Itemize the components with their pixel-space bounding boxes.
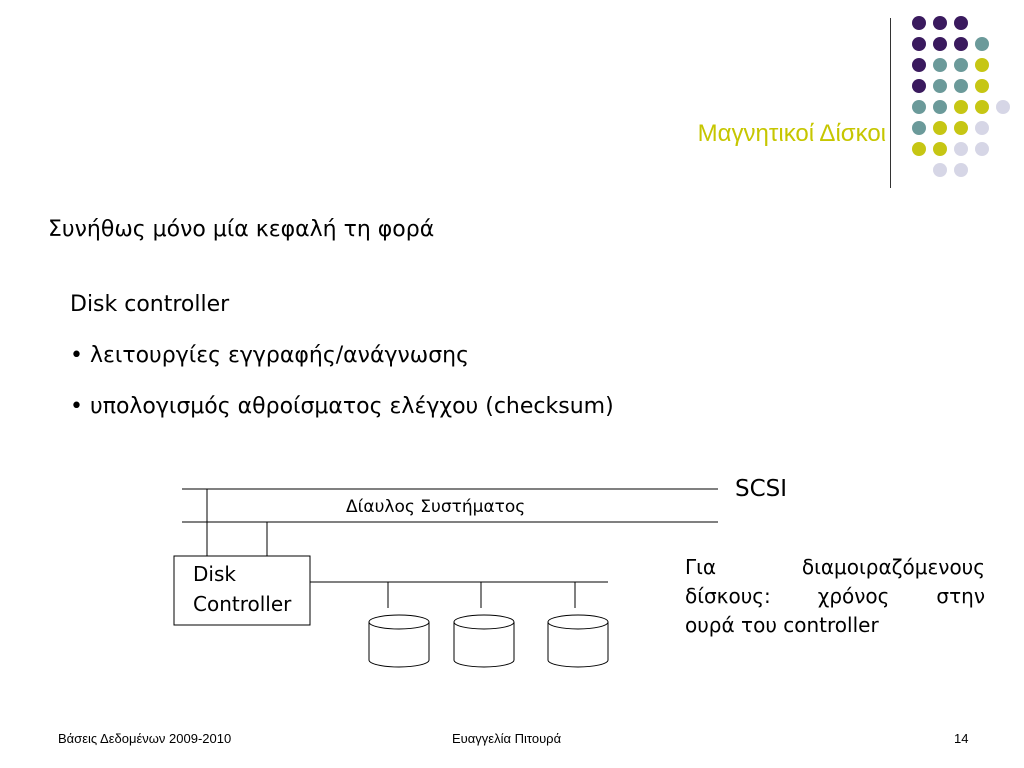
decor-dot xyxy=(975,79,989,93)
decor-dot xyxy=(912,16,926,30)
note-line-3: ουρά του controller xyxy=(685,613,879,637)
decor-dot xyxy=(912,121,926,135)
footer-course: Βάσεις Δεδομένων 2009-2010 xyxy=(58,731,232,746)
decor-dot xyxy=(933,37,947,51)
shared-disk-note: Για διαμοιραζόμενους δίσκους: χρόνος στη… xyxy=(685,553,985,640)
decor-dot xyxy=(975,100,989,114)
decor-dot xyxy=(933,100,947,114)
decor-dot xyxy=(954,163,968,177)
decor-dot xyxy=(996,100,1010,114)
controller-label-line1: Disk xyxy=(193,562,236,586)
disk-cylinder-2 xyxy=(453,614,515,668)
scsi-label: SCSI xyxy=(735,476,788,502)
decor-dot xyxy=(954,100,968,114)
decor-dot xyxy=(954,16,968,30)
decor-dot xyxy=(933,79,947,93)
footer-page-number: 14 xyxy=(954,731,969,746)
decor-dot xyxy=(912,58,926,72)
bullet-read-write: • λειτουργίες εγγραφής/ανάγνωσης xyxy=(70,343,469,368)
system-bus-label: Δίαυλος Συστήματος xyxy=(346,497,526,517)
decor-dot xyxy=(975,142,989,156)
decor-dot xyxy=(975,37,989,51)
controller-label: Disk Controller xyxy=(193,559,291,619)
decor-dot xyxy=(954,58,968,72)
decor-dot xyxy=(975,121,989,135)
decor-dot xyxy=(933,163,947,177)
decor-dot xyxy=(975,58,989,72)
decor-dot xyxy=(933,121,947,135)
decor-dot xyxy=(954,37,968,51)
controller-label-line2: Controller xyxy=(193,592,292,616)
decor-dot xyxy=(912,100,926,114)
note-line-2: δίσκους: χρόνος στην xyxy=(685,584,985,608)
section-title: Disk controller xyxy=(70,292,230,317)
bullet-checksum: • υπολογισμός αθροίσματος ελέγχου (check… xyxy=(70,394,614,419)
decor-dot xyxy=(954,142,968,156)
disk-controller-box xyxy=(173,555,311,626)
decor-dot xyxy=(912,79,926,93)
disk-cylinder-3 xyxy=(547,614,609,668)
header-divider xyxy=(890,18,891,188)
decor-dot xyxy=(912,37,926,51)
note-line-1: Για διαμοιραζόμενους xyxy=(685,555,985,579)
decor-dot xyxy=(933,16,947,30)
disk-cylinder-1 xyxy=(368,614,430,668)
decor-dot xyxy=(912,142,926,156)
footer-author: Ευαγγελία Πιτουρά xyxy=(452,731,562,746)
decor-dot xyxy=(954,121,968,135)
decor-dot xyxy=(954,79,968,93)
decor-dot xyxy=(933,58,947,72)
slide-title: Μαγνητικοί Δίσκοι xyxy=(697,120,886,147)
decor-dot xyxy=(933,142,947,156)
intro-line: Συνήθως μόνο μία κεφαλή τη φορά xyxy=(48,217,435,242)
